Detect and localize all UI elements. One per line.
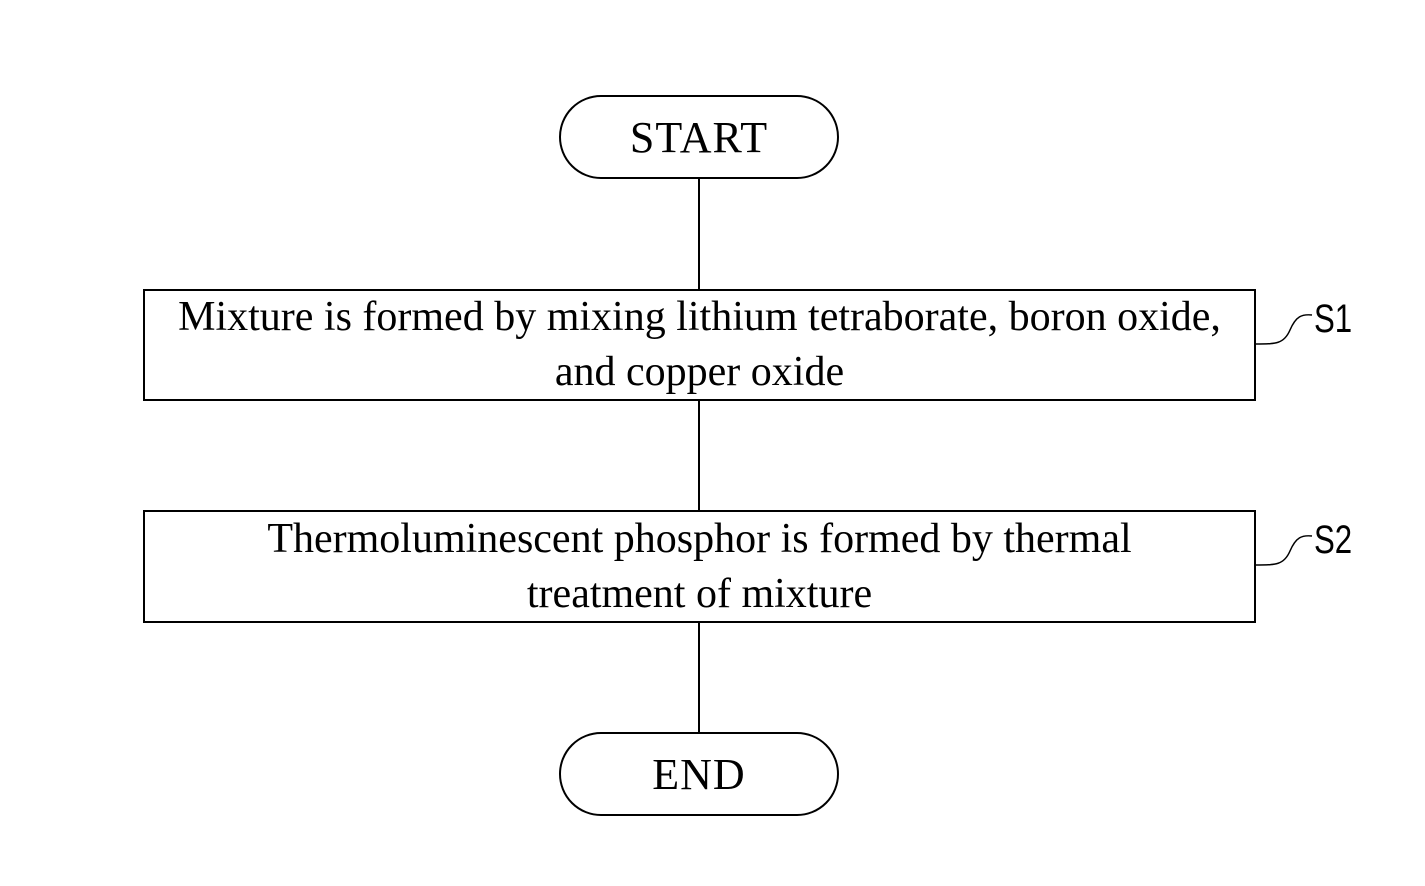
end-label: END [652, 749, 745, 800]
process-box-s1: Mixture is formed by mixing lithium tetr… [143, 289, 1256, 401]
start-terminal: START [559, 95, 839, 179]
connector-s1-to-s2 [698, 400, 700, 511]
step-label-s2: S2 [1314, 518, 1352, 563]
step-label-s1: S1 [1314, 297, 1352, 342]
process-text-s1: Mixture is formed by mixing lithium tetr… [170, 290, 1230, 400]
leader-line-s2 [1254, 521, 1314, 571]
connector-start-to-s1 [698, 178, 700, 290]
start-label: START [630, 112, 768, 163]
process-box-s2: Thermoluminescent phosphor is formed by … [143, 510, 1256, 623]
process-text-s2: Thermoluminescent phosphor is formed by … [200, 512, 1200, 622]
connector-s2-to-end [698, 622, 700, 733]
leader-line-s1 [1254, 300, 1314, 350]
end-terminal: END [559, 732, 839, 816]
